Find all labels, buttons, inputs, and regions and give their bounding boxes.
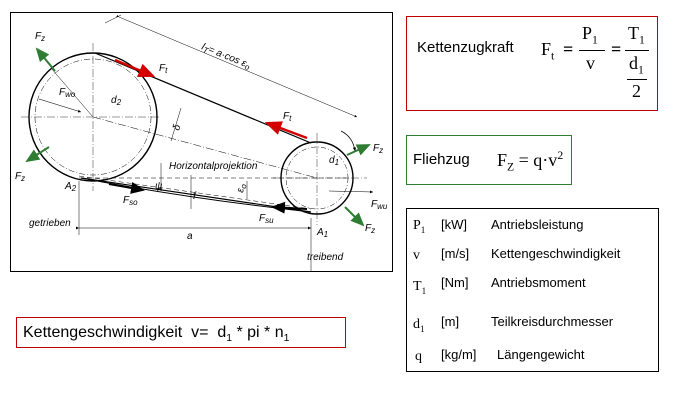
large-sprocket — [21, 43, 161, 191]
label-d1: d1 — [329, 155, 339, 167]
denominator-2: 2 — [632, 81, 641, 101]
label-psi: ψ — [155, 181, 163, 192]
centrifugal-tension-formula: FZ = q·v2 — [497, 149, 564, 174]
label-lt: lT= a·cos εo — [200, 42, 253, 73]
chain-drive-diagram: Fz Fz Fz Fz Ft Ft Fwo Fwu Fso Fsu d2 d1 … — [10, 12, 393, 272]
label-ft-left: Ft — [159, 63, 168, 75]
centrifugal-tension-title: Fliehzug — [413, 151, 470, 168]
label-horizontalprojektion: Horizontalprojektion — [169, 161, 258, 172]
denominator-v: v — [586, 53, 595, 73]
chain-tension-arrows — [114, 58, 308, 140]
diagram-labels: Fz Fz Fz Fz Ft Ft Fwo Fwu Fso Fsu d2 d1 … — [15, 31, 388, 263]
label-fz-top-right: Fz — [373, 143, 383, 155]
chain-drive-drawing: Fz Fz Fz Fz Ft Ft Fwo Fwu Fso Fsu d2 d1 … — [15, 14, 388, 271]
chain-speed-formula-box: Kettengeschwindigkeit v= d1 * pi * n1 — [16, 317, 346, 348]
fraction-line-2 — [625, 50, 649, 51]
denominator-d1: d1 — [629, 53, 644, 77]
label-a1: A1 — [316, 227, 328, 239]
label-fsu: Fsu — [259, 213, 274, 225]
fraction-line-3 — [627, 79, 647, 80]
sag-force-arrows — [38, 98, 374, 214]
label-fz-bottom-left: Fz — [15, 171, 25, 183]
equals-1: = — [563, 39, 574, 59]
label-getrieben: getrieben — [29, 218, 71, 229]
label-d2: d2 — [111, 95, 122, 107]
equals-2: = — [611, 39, 622, 59]
dimension-lines — [50, 14, 358, 271]
label-a: a — [187, 231, 193, 242]
label-treibend: treibend — [307, 252, 344, 263]
label-epsilon: εo — [235, 182, 248, 193]
chain-tension-title: Kettenzugkraft — [417, 39, 514, 56]
numerator-t1: T1 — [628, 23, 645, 47]
fraction-line-1 — [579, 50, 605, 51]
chain-strands — [78, 52, 351, 213]
label-f: f — [193, 191, 197, 202]
label-fz-top-left: Fz — [35, 31, 45, 43]
label-fwu: Fwu — [371, 199, 388, 211]
chain-tension-formula-box: Kettenzugkraft Ft = P1 v = T1 d1 2 — [406, 16, 658, 111]
label-fso: Fso — [123, 195, 138, 207]
centrifugal-tension-formula-box: Fliehzug FZ = q·v2 — [406, 135, 572, 185]
label-ft-right: Ft — [283, 111, 292, 123]
numerator-p1: P1 — [582, 23, 598, 47]
chain-speed-formula: Kettengeschwindigkeit v= d1 * pi * n1 — [23, 324, 290, 345]
chain-tension-lhs: Ft — [541, 39, 555, 63]
label-fwo: Fwo — [59, 87, 76, 99]
small-sprocket — [273, 133, 367, 225]
label-delta: δ — [171, 123, 183, 132]
label-a2: A2 — [64, 181, 77, 193]
centrifugal-force-arrows — [25, 47, 371, 227]
label-fz-bottom-right: Fz — [365, 223, 375, 235]
symbol-legend: P1 [kW] Antriebsleistung v [m/s] Ketteng… — [406, 208, 659, 372]
